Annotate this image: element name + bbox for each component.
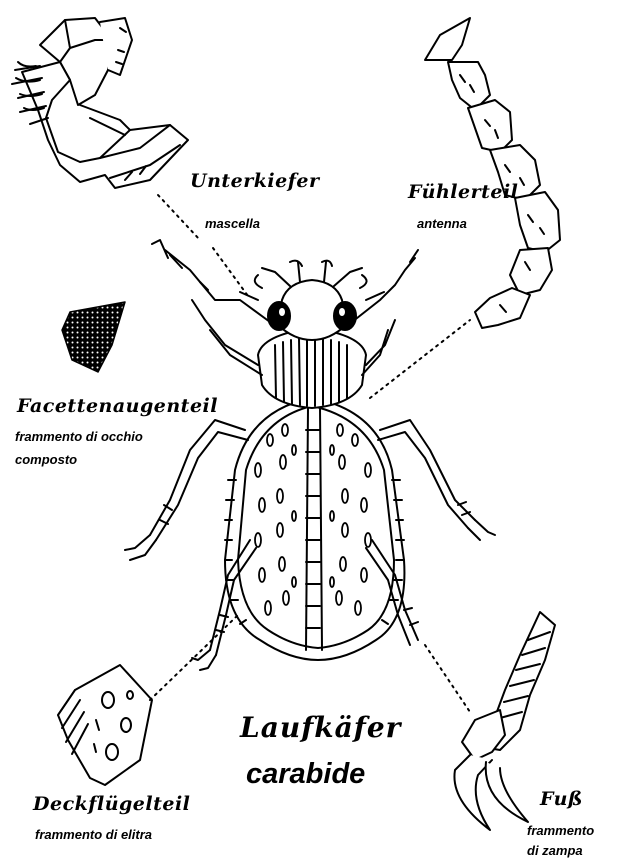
antenna-label-italian: antenna	[417, 217, 467, 230]
elytron-drawing	[58, 665, 152, 785]
compound-eye-drawing	[62, 302, 125, 372]
compound-eye-label-german: Facettenaugenteil	[17, 397, 218, 416]
foot-label-italian-line1: frammento	[527, 824, 594, 837]
maxilla-drawing	[12, 18, 188, 188]
maxilla-label-italian: mascella	[205, 217, 260, 230]
elytron-label-italian: frammento di elitra	[35, 828, 152, 841]
compound-eye-label-italian-line2: composto	[15, 453, 77, 466]
antenna-label-german: Fühlerteil	[408, 183, 518, 202]
foot-label-italian-line2: di zampa	[527, 844, 583, 857]
elytron-label-german: Deckflügelteil	[33, 795, 190, 814]
compound-eye-label-italian-line1: frammento di occhio	[15, 430, 143, 443]
title-italian: carabide	[246, 760, 365, 789]
foot-label-german: Fuß	[540, 790, 583, 809]
maxilla-label-german: Unterkiefer	[190, 172, 320, 191]
antenna-drawing	[425, 18, 560, 328]
beetle-drawing	[125, 240, 495, 670]
title-german: Laufkäfer	[240, 714, 401, 742]
